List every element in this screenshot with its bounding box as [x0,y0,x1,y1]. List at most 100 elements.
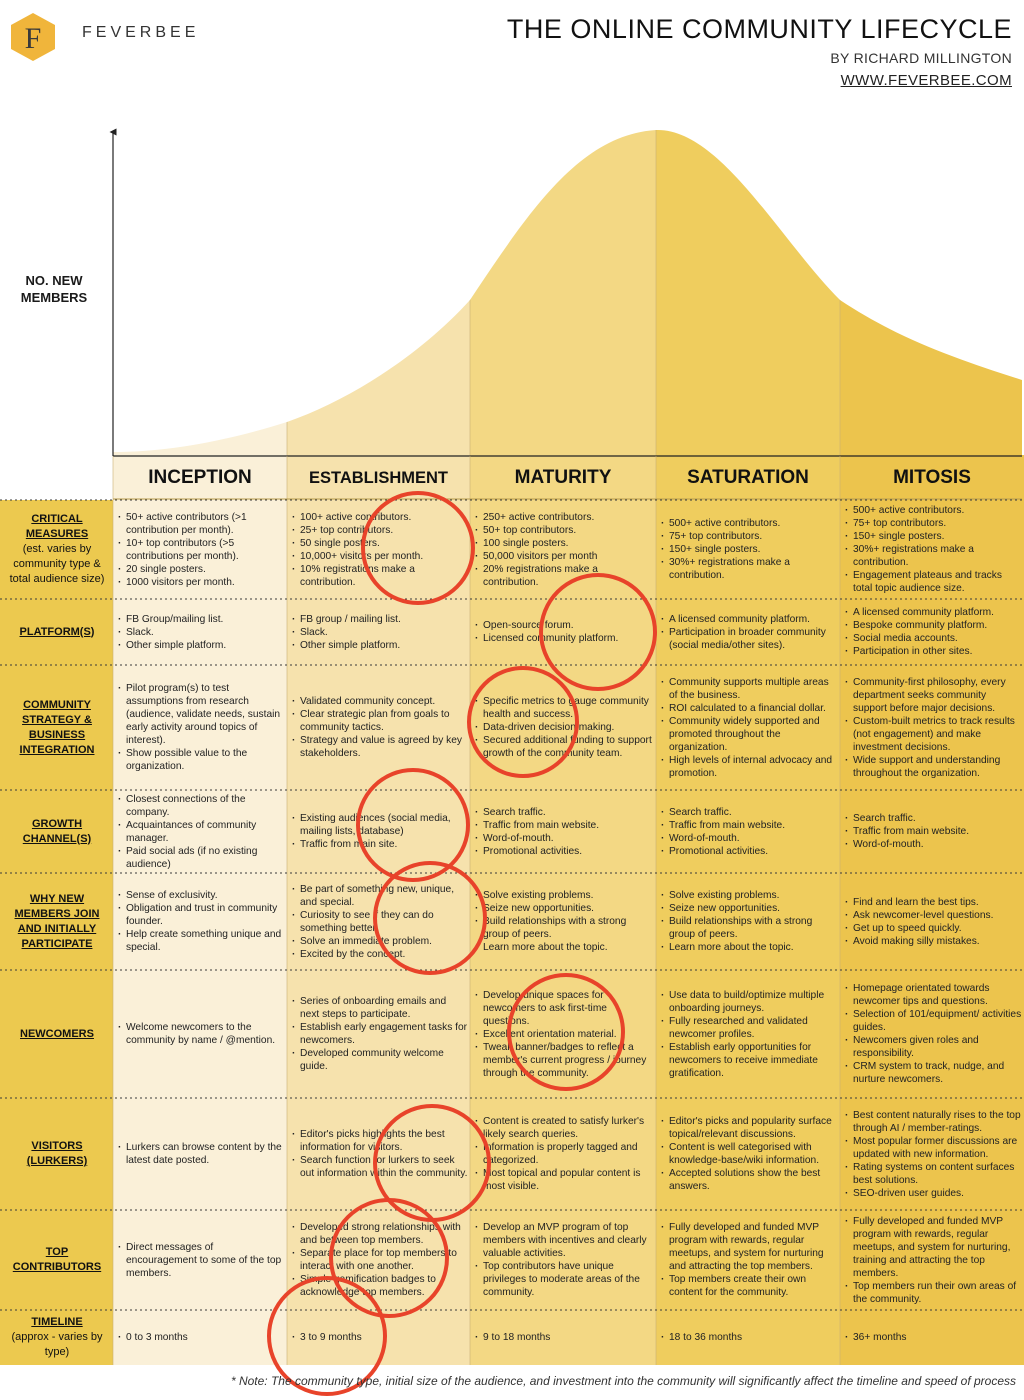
bullet-list: Content is created to satisfy lurker's l… [474,1115,654,1193]
cell-inception: Closest connections of the company.Acqua… [113,790,287,873]
cell-mitosis: 500+ active contributors.75+ top contrib… [840,500,1024,599]
bullet-list: 3 to 9 months [291,1331,468,1344]
bullet-item: 0 to 3 months [117,1331,285,1344]
bullet-item: Establish early engagement tasks for new… [291,1021,468,1047]
bullet-item: 10+ top contributors (>5 contributions p… [117,537,285,563]
bullet-item: Newcomers given roles and responsibility… [844,1034,1022,1060]
row-label: CRITICAL MEASURES(est. varies by communi… [2,500,112,599]
bullet-item: 50+ active contributors (>1 contribution… [117,511,285,537]
bullet-item: Slack. [291,626,468,639]
bullet-item: Search traffic. [660,806,838,819]
bullet-item: Learn more about the topic. [660,941,838,954]
row-label: GROWTH CHANNEL(S) [2,790,112,873]
cell-maturity: 9 to 18 months [470,1310,656,1365]
bullet-item: Direct messages of encouragement to some… [117,1241,285,1280]
bullet-item: Developed strong relationships with and … [291,1221,468,1247]
bullet-item: Fully developed and funded MVP program w… [660,1221,838,1273]
row-label-title: TOP CONTRIBUTORS [12,1246,102,1273]
bullet-list: Search traffic.Traffic from main website… [660,806,838,858]
cell-saturation: Fully developed and funded MVP program w… [656,1210,840,1310]
cell-inception: Welcome newcomers to the community by na… [113,970,287,1098]
bullet-item: Traffic from main website. [844,825,1022,838]
bullet-list: Editor's picks and popularity surface to… [660,1115,838,1193]
bullet-list: 18 to 36 months [660,1331,838,1344]
bullet-item: Lurkers can browse content by the latest… [117,1141,285,1167]
bullet-item: Learn more about the topic. [474,941,654,954]
cell-saturation: Solve existing problems.Seize new opport… [656,873,840,970]
bullet-item: Build relationships with a strong group … [474,915,654,941]
bullet-item: Top members create their own content for… [660,1273,838,1299]
cell-establishment: Validated community concept.Clear strate… [287,665,470,790]
bullet-list: Existing audiences (social media, mailin… [291,812,468,851]
bullet-item: Search traffic. [474,806,654,819]
cell-establishment: Be part of something new, unique, and sp… [287,873,470,970]
bullet-list: A licensed community platform.Bespoke co… [844,606,1022,658]
bullet-item: 500+ active contributors. [660,517,838,530]
bullet-item: Best content naturally rises to the top … [844,1109,1022,1135]
bullet-item: Bespoke community platform. [844,619,1022,632]
footnote: * Note: The community type, initial size… [230,1374,1016,1388]
bullet-item: Avoid making silly mistakes. [844,935,1022,948]
bullet-list: Be part of something new, unique, and sp… [291,883,468,961]
bullet-item: Ask newcomer-level questions. [844,909,1022,922]
stage-header-inception: INCEPTION [148,467,252,488]
bullet-item: ROI calculated to a financial dollar. [660,702,838,715]
row-label: COMMUNITY STRATEGY & BUSINESS INTEGRATIO… [2,665,112,790]
cell-establishment: Series of onboarding emails and next ste… [287,970,470,1098]
brand-name: FEVERBEE [82,24,200,41]
row-label-title: VISITORS (LURKERS) [26,1140,88,1167]
cell-establishment: Existing audiences (social media, mailin… [287,790,470,873]
bullet-item: 100 single posters. [474,537,654,550]
bullet-item: Selection of 101/equipment/ activities g… [844,1008,1022,1034]
bullet-item: Community widely supported and promoted … [660,715,838,754]
bullet-item: Existing audiences (social media, mailin… [291,812,468,838]
bullet-item: 75+ top contributors. [660,530,838,543]
bullet-item: Develop unique spaces for newcomers to a… [474,989,654,1028]
bullet-item: 250+ active contributors. [474,511,654,524]
bullet-list: FB group / mailing list.Slack.Other simp… [291,613,468,652]
bullet-item: CRM system to track, nudge, and nurture … [844,1060,1022,1086]
bullet-item: Traffic from main website. [660,819,838,832]
bullet-item: Traffic from main website. [474,819,654,832]
website-link[interactable]: WWW.FEVERBEE.COM [840,72,1012,89]
bullet-item: Develop an MVP program of top members wi… [474,1221,654,1260]
bullet-item: 75+ top contributors. [844,517,1022,530]
bullet-item: 36+ months [844,1331,1022,1344]
cell-mitosis: Community-first philosophy, every depart… [840,665,1024,790]
bullet-item: 9 to 18 months [474,1331,654,1344]
y-axis-label: NO. NEW MEMBERS [20,273,88,305]
bullet-item: 20 single posters. [117,563,285,576]
cell-maturity: Content is created to satisfy lurker's l… [470,1098,656,1210]
bullet-list: Develop an MVP program of top members wi… [474,1221,654,1299]
bullet-list: Solve existing problems.Seize new opport… [660,889,838,954]
bullet-list: Community-first philosophy, every depart… [844,676,1022,780]
bullet-item: Custom-built metrics to track results (n… [844,715,1022,754]
bullet-item: Acquaintances of community manager. [117,819,285,845]
bullet-item: Traffic from main site. [291,838,468,851]
bullet-list: Closest connections of the company.Acqua… [117,793,285,871]
cell-mitosis: Fully developed and funded MVP program w… [840,1210,1024,1310]
bullet-list: Find and learn the best tips.Ask newcome… [844,896,1022,948]
bullet-item: Rating systems on content surfaces best … [844,1161,1022,1187]
cell-maturity: Search traffic.Traffic from main website… [470,790,656,873]
bullet-list: 0 to 3 months [117,1331,285,1344]
cell-establishment: 100+ active contributors.25+ top contrib… [287,500,470,599]
row-label-title: WHY NEW MEMBERS JOIN AND INITIALLY PARTI… [14,892,100,950]
bullet-item: Show possible value to the organization. [117,747,285,773]
bullet-item: 100+ active contributors. [291,511,468,524]
row-label-note: (est. varies by community type & total a… [9,543,105,585]
bullet-item: Homepage orientated towards newcomer tip… [844,982,1022,1008]
bullet-list: 36+ months [844,1331,1022,1344]
bullet-item: Top members run their own areas of the c… [844,1280,1022,1306]
cell-mitosis: Homepage orientated towards newcomer tip… [840,970,1024,1098]
row-label: VISITORS (LURKERS) [2,1098,112,1210]
bullet-item: 500+ active contributors. [844,504,1022,517]
bullet-item: A licensed community platform. [844,606,1022,619]
bullet-list: Lurkers can browse content by the latest… [117,1141,285,1167]
stage-header-saturation: SATURATION [687,467,809,488]
bullet-list: Search traffic.Traffic from main website… [844,812,1022,851]
cell-saturation: 500+ active contributors.75+ top contrib… [656,500,840,599]
bullet-item: Information is properly tagged and categ… [474,1141,654,1167]
cell-saturation: A licensed community platform.Participat… [656,599,840,665]
bullet-item: Specific metrics to gauge community heal… [474,695,654,721]
